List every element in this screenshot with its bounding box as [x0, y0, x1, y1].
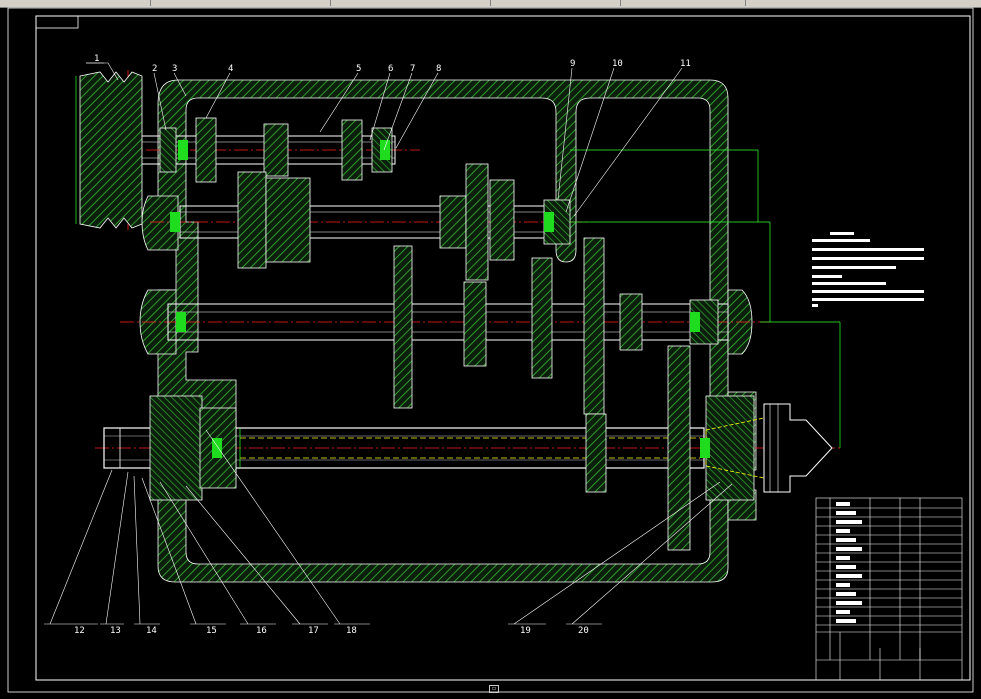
gear	[489, 179, 515, 261]
part-label: 19	[520, 626, 531, 636]
part-label: 18	[346, 626, 357, 636]
part-labels: 1 2 3 4 5 6 7 8 9 10 11 12 13 14 15 16 1…	[74, 54, 691, 636]
corner-box	[35, 15, 79, 29]
part-label: 10	[612, 59, 623, 69]
gear	[531, 257, 553, 379]
leader-line	[133, 475, 141, 625]
bom-cell-mark	[836, 511, 856, 515]
gear	[195, 117, 217, 183]
bom-cell-mark	[836, 592, 856, 596]
part-label: 8	[436, 64, 441, 74]
leader-line	[573, 67, 683, 217]
leader-line	[205, 72, 231, 119]
gear	[341, 119, 363, 181]
bom-cell-mark	[836, 574, 862, 578]
toolbar-segment	[0, 0, 151, 6]
input-shaft	[79, 71, 396, 229]
belt-pulley	[79, 71, 143, 229]
inner-frame	[35, 15, 971, 681]
part-label: 15	[206, 626, 217, 636]
bom-cell-mark	[836, 556, 850, 560]
leader-line	[383, 72, 413, 151]
leader-line	[395, 72, 439, 149]
bom-cell-mark	[836, 610, 850, 614]
leader-line	[369, 72, 391, 141]
part-label: 13	[110, 626, 121, 636]
part-label: 9	[570, 59, 575, 69]
gear	[667, 345, 691, 551]
cad-toolbar-strip	[0, 0, 981, 8]
part-label: 3	[172, 64, 177, 74]
sheet-marker: ◻	[489, 685, 499, 693]
part-label: 2	[152, 64, 157, 74]
leader-line	[105, 471, 129, 625]
gear	[585, 413, 607, 493]
gear	[263, 123, 289, 177]
bom-cell-mark	[836, 502, 850, 506]
leader-line	[205, 429, 341, 625]
bom-cell-mark	[836, 538, 856, 542]
part-label: 16	[256, 626, 267, 636]
part-label: 14	[146, 626, 157, 636]
gear	[393, 245, 413, 409]
gear	[463, 281, 487, 367]
spindle	[103, 345, 833, 551]
leader-line	[565, 67, 615, 213]
counter-shaft	[167, 237, 729, 415]
leader-line	[159, 481, 249, 625]
gear	[237, 171, 267, 269]
leader-line	[513, 481, 721, 625]
part-label: 11	[680, 59, 691, 69]
toolbar-segment	[330, 0, 491, 6]
gear	[265, 177, 311, 263]
dimension-lines	[75, 76, 841, 468]
bom-cell-mark	[836, 565, 856, 569]
gear	[465, 163, 489, 281]
gear	[439, 195, 467, 249]
leader-line	[173, 72, 187, 97]
bom-cell-mark	[836, 583, 850, 587]
leader-lines	[44, 62, 733, 625]
part-label: 4	[228, 64, 233, 74]
leader-line	[49, 469, 113, 625]
leader-line	[141, 477, 197, 625]
technical-notes	[812, 232, 924, 307]
bom-cell-mark	[836, 529, 850, 533]
gear	[619, 293, 643, 351]
toolbar-segment	[625, 0, 746, 6]
bom-cell-mark	[836, 520, 862, 524]
part-label: 1	[94, 54, 99, 64]
toolbar-segment	[150, 0, 331, 6]
part-label: 6	[388, 64, 393, 74]
center-point	[763, 403, 833, 493]
part-label: 5	[356, 64, 361, 74]
part-label: 20	[578, 626, 589, 636]
bom-cell-mark	[836, 601, 862, 605]
leader-line	[571, 483, 733, 625]
leader-line	[185, 485, 301, 625]
bom-cell-mark	[836, 619, 856, 623]
part-label: 17	[308, 626, 319, 636]
leader-line	[153, 72, 167, 131]
leader-line	[319, 72, 359, 133]
leader-line	[557, 67, 573, 201]
gear	[583, 237, 605, 415]
bearings	[170, 140, 710, 458]
part-label: 7	[410, 64, 415, 74]
bom-rows	[816, 502, 962, 626]
bom-cell-mark	[836, 547, 862, 551]
part-label: 12	[74, 626, 85, 636]
toolbar-segment	[490, 0, 621, 6]
gearbox-housing	[139, 79, 757, 583]
